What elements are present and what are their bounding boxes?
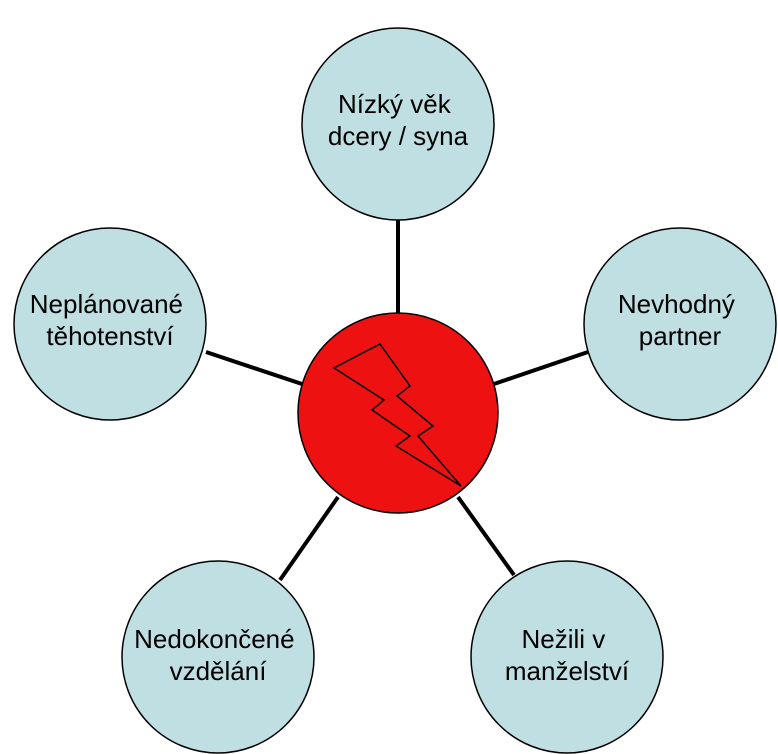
node-top-circle <box>301 27 495 221</box>
connector-right <box>493 350 589 386</box>
node-bottom-left: Nedokončené vzdělání <box>121 560 315 754</box>
node-right: Nevhodný partner <box>583 227 777 421</box>
node-bottom-left-label-line1: Nedokončené <box>134 624 294 654</box>
node-left-label-line2: těhotenství <box>46 321 174 351</box>
svg-text:Nízký věk dcery / syna: Nízký věk dcery / syna <box>328 89 469 151</box>
connector-left <box>205 350 303 386</box>
center-hub <box>297 312 499 514</box>
lightning-bolt-icon <box>332 343 462 487</box>
connector-bottom-right <box>456 495 516 577</box>
node-top-label-line2: dcery / syna <box>328 121 469 151</box>
node-bottom-right-label-line1: Nežili v <box>521 624 605 654</box>
node-left: Neplánované těhotenství <box>13 227 207 421</box>
node-bottom-right: Nežili v manželství <box>470 560 664 754</box>
svg-text:Nedokončené vzdělání: Nedokončené vzdělání <box>134 624 302 686</box>
node-bottom-left-label-line2: vzdělání <box>170 656 268 686</box>
node-right-circle <box>583 227 777 421</box>
node-top-label-line1: Nízký věk <box>338 89 452 119</box>
node-bottom-right-circle <box>470 560 664 754</box>
svg-text:Nežili v manželství: Nežili v manželství <box>505 624 630 686</box>
node-top: Nízký věk dcery / syna <box>301 27 495 221</box>
node-bottom-left-circle <box>121 560 315 754</box>
svg-text:Neplánované těhotenství: Neplánované těhotenství <box>30 289 190 351</box>
node-right-label-line2: partner <box>639 321 722 351</box>
node-left-circle <box>13 227 207 421</box>
center-circle <box>297 312 499 514</box>
connectors <box>205 218 589 582</box>
connector-bottom-left <box>278 495 340 582</box>
svg-text:Nevhodný partner: Nevhodný partner <box>618 289 742 351</box>
node-right-label-line1: Nevhodný <box>618 289 735 319</box>
node-left-label-line1: Neplánované <box>30 289 183 319</box>
node-bottom-right-label-line2: manželství <box>505 656 630 686</box>
